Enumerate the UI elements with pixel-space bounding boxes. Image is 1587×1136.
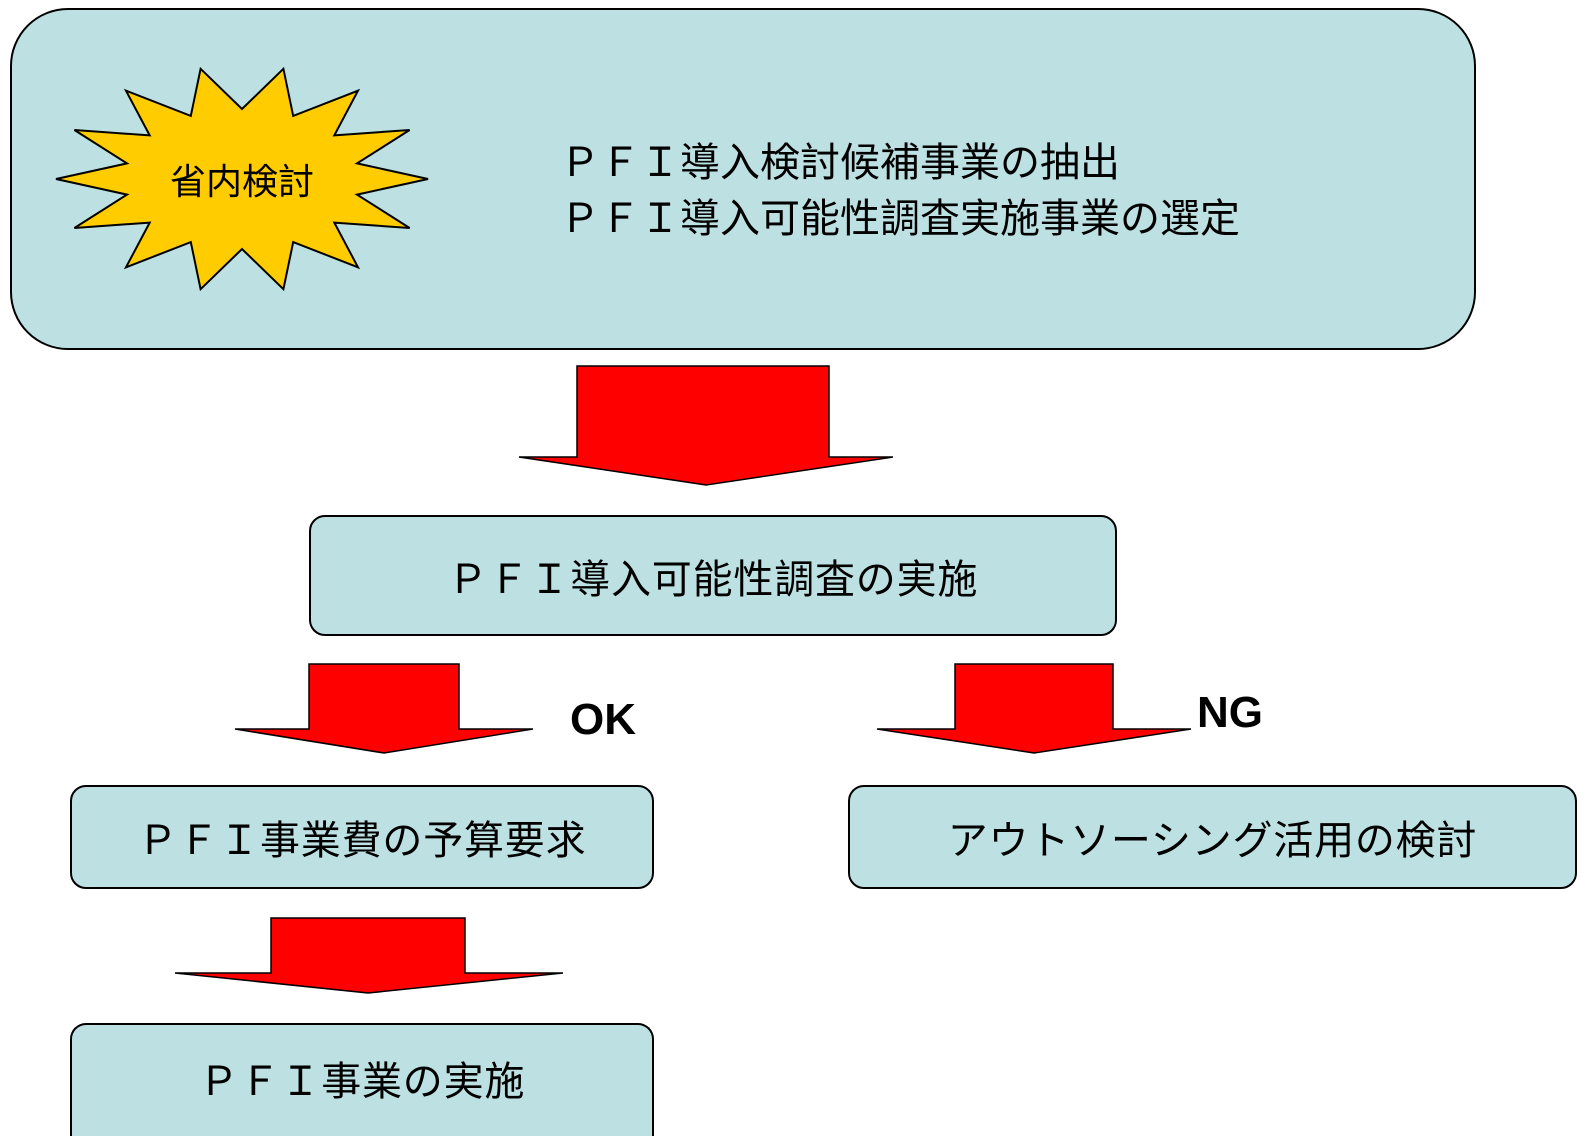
pfi-implementation-label: ＰＦＩ事業の実施 (198, 1058, 526, 1105)
budget-request-label: ＰＦＩ事業費の予算要求 (137, 818, 587, 864)
down-arrow-icon-to-implementation (174, 917, 564, 994)
down-arrow-icon-ok-branch (234, 663, 534, 754)
ng-branch-label: NG (1197, 688, 1263, 737)
top-box-text: ＰＦＩ導入検討候補事業の抽出 ＰＦＩ導入可能性調査実施事業の選定 (560, 135, 1240, 247)
internal-review-badge-label: 省内検討 (169, 162, 314, 203)
starburst-badge-icon (55, 66, 429, 292)
budget-request-box: ＰＦＩ事業費の予算要求 (70, 785, 654, 889)
pfi-implementation-box: ＰＦＩ事業の実施 (70, 1023, 654, 1136)
feasibility-survey-label: ＰＦＩ導入可能性調査の実施 (447, 556, 979, 603)
down-arrow-icon-to-survey (518, 365, 894, 486)
outsourcing-review-box: アウトソーシング活用の検討 (848, 785, 1577, 889)
top-box-line-extraction: ＰＦＩ導入検討候補事業の抽出 (560, 140, 1120, 186)
down-arrow-icon-ng-branch (876, 663, 1192, 754)
ok-branch-label: OK (570, 695, 636, 744)
outsourcing-review-label: アウトソーシング活用の検討 (947, 818, 1478, 864)
feasibility-survey-box: ＰＦＩ導入可能性調査の実施 (309, 515, 1117, 636)
top-box-line-selection: ＰＦＩ導入可能性調査実施事業の選定 (560, 196, 1240, 242)
